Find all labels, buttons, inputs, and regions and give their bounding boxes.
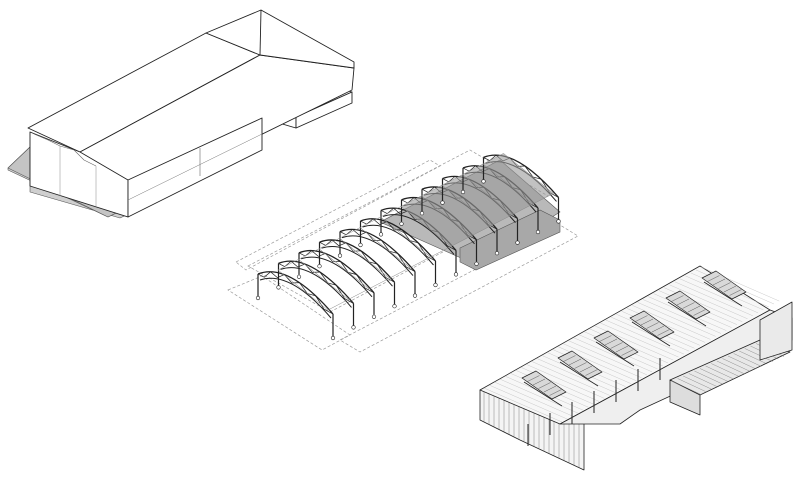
side-wall [127, 117, 263, 218]
roof-rib [632, 305, 711, 340]
truss-frame [481, 153, 561, 224]
existing-building-massing [7, 9, 355, 219]
roof-rib [611, 317, 690, 352]
roof-rib [669, 284, 748, 319]
annex-rib [744, 348, 773, 362]
right-gable-wall [759, 301, 793, 361]
roof-rib [637, 302, 716, 337]
roof-rib [674, 281, 753, 316]
renovated-building-with-cut-roof [479, 265, 793, 471]
roof-rib [536, 358, 616, 393]
annex-rib [739, 350, 768, 365]
rear-annex-wall [669, 379, 701, 416]
truss-frame [255, 271, 336, 341]
roof-opening [557, 350, 603, 387]
annex-rib [683, 375, 712, 390]
annex-rib [677, 378, 706, 392]
annex-rib [733, 353, 762, 367]
roof-rib [600, 322, 679, 358]
roof-rib [531, 361, 610, 396]
roof-rib [499, 378, 578, 414]
roof-rib [568, 340, 647, 375]
roof-opening [521, 370, 567, 407]
exposed-steel-truss-frame [227, 149, 579, 353]
annex-rib [694, 370, 723, 385]
annex-rib [699, 368, 729, 382]
roof-opening [665, 290, 711, 327]
roof-rib [574, 337, 653, 373]
roof-rib [483, 387, 563, 423]
roof-rib [489, 384, 568, 420]
annex-rib [727, 355, 757, 370]
annex-rib [711, 363, 740, 377]
grey-slab-step [459, 209, 561, 271]
roof-rib [605, 319, 684, 355]
side-annex-wall-2 [295, 91, 353, 129]
roof-rib [642, 299, 722, 334]
roof-opening [593, 330, 639, 367]
roof-rib [526, 364, 605, 399]
truss-frame [276, 259, 356, 330]
roof-rib [494, 381, 573, 417]
annex-rib [671, 380, 701, 395]
roof-opening [701, 270, 747, 307]
annex-rib [705, 365, 734, 380]
roof-rib [563, 343, 642, 378]
upper-roof-ridge [205, 9, 355, 69]
roof-opening [629, 310, 675, 347]
annex-rib [722, 358, 751, 372]
roof-rib [648, 296, 727, 331]
annex-rib [716, 360, 745, 375]
roof-rib [680, 278, 759, 314]
annex-rib [688, 373, 717, 387]
truss-frame [358, 216, 438, 288]
